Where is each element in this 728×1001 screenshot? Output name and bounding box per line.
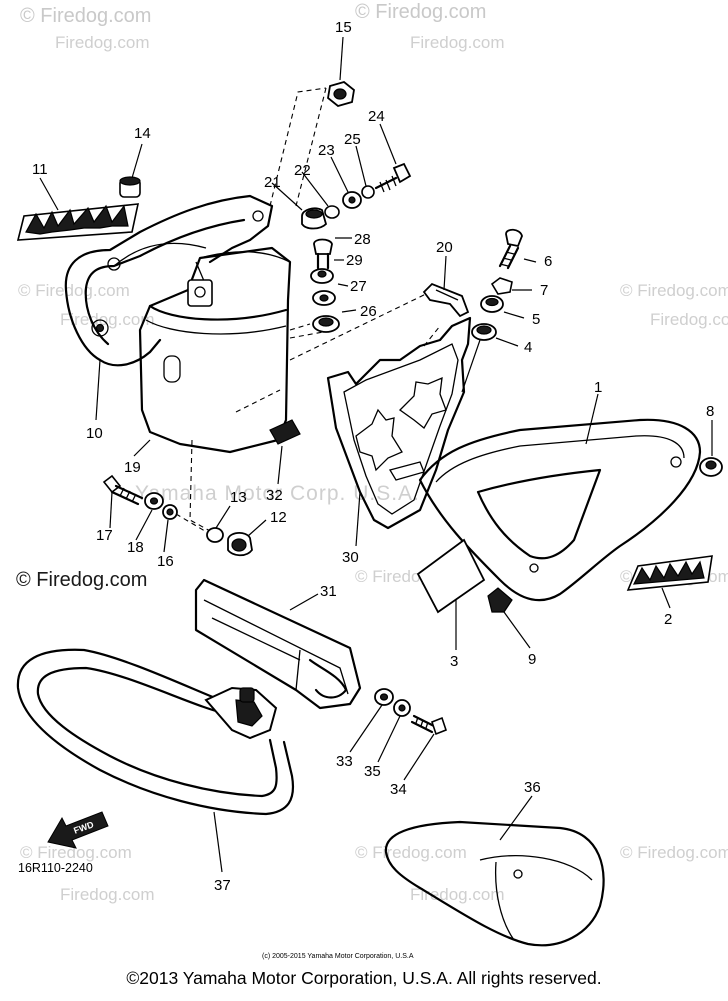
pad-part-32 <box>269 419 301 445</box>
frame-part-10 <box>64 194 274 367</box>
emblem-part-2 <box>626 555 713 591</box>
watermark-left-mid: © Firedog.com <box>18 281 130 300</box>
callout-5: 5 <box>532 311 540 328</box>
watermark-center: Yamaha Motor Corp. U.S.A. <box>135 482 420 505</box>
small-copyright: (c) 2005-2015 Yamaha Motor Corporation, … <box>262 953 414 960</box>
callout-11: 11 <box>32 161 48 178</box>
callout-10: 10 <box>86 425 103 442</box>
callout-27: 27 <box>350 278 367 295</box>
seat-part-36 <box>384 820 605 947</box>
callout-33: 33 <box>336 753 353 770</box>
callout-9: 9 <box>528 651 536 668</box>
watermark-tl-2: Firedog.com <box>55 33 149 52</box>
footer-copyright: ©2013 Yamaha Motor Corporation, U.S.A. A… <box>126 968 602 988</box>
watermark-bottom-right: © Firedog.com <box>620 843 728 862</box>
watermark-right-mid: © Firedog.com <box>620 281 728 300</box>
callout-8: 8 <box>706 403 714 420</box>
callout-20: 20 <box>436 239 453 256</box>
callout-15: 15 <box>335 19 352 36</box>
watermark-bottom-left-2: Firedog.com <box>60 885 154 904</box>
callout-2: 2 <box>664 611 672 628</box>
callout-26: 26 <box>360 303 377 320</box>
callout-numbers: 15 14 11 21 22 23 25 24 28 29 27 26 20 6… <box>32 19 714 894</box>
grommet-part-8 <box>699 457 723 477</box>
emblem-part-11 <box>16 203 140 241</box>
watermark-tc-2: Firedog.com <box>410 33 504 52</box>
toolbox-part-19 <box>138 246 431 454</box>
callout-18: 18 <box>127 539 144 556</box>
callout-17: 17 <box>96 527 113 544</box>
callout-34: 34 <box>390 781 407 798</box>
side-cover-part-1 <box>418 418 702 602</box>
callout-30: 30 <box>342 549 359 566</box>
tray-part-31 <box>194 578 362 710</box>
callout-6: 6 <box>544 253 552 270</box>
left-hardware <box>102 439 253 557</box>
callout-19: 19 <box>124 459 141 476</box>
watermark-bottom-center: © Firedog.com <box>355 843 467 862</box>
bracket-part-30 <box>326 316 472 530</box>
leader-lines <box>39 36 713 873</box>
watermark-top-left: © Firedog.com <box>20 5 151 27</box>
clip-part-20 <box>422 282 470 318</box>
watermark-right-mid-2: Firedog.com <box>650 310 728 329</box>
watermark-bottom-center-2: Firedog.com <box>410 885 504 904</box>
part-code: 16R110-2240 <box>18 861 93 875</box>
callout-22: 22 <box>294 162 311 179</box>
callout-1: 1 <box>594 379 602 396</box>
callout-28: 28 <box>354 231 371 248</box>
callout-32: 32 <box>266 487 283 504</box>
grommet-part-14 <box>119 176 141 198</box>
callout-37: 37 <box>214 877 231 894</box>
callout-35: 35 <box>364 763 381 780</box>
callout-14: 14 <box>134 125 151 142</box>
callout-31: 31 <box>320 583 337 600</box>
callout-24: 24 <box>368 108 385 125</box>
hardware-stack <box>269 81 412 333</box>
watermark-top-center: © Firedog.com <box>355 1 486 23</box>
callout-12: 12 <box>270 509 287 526</box>
fwd-arrow-icon: FWD <box>47 811 109 849</box>
callout-13: 13 <box>230 489 247 506</box>
watermark-left-mid-2: Firedog.com <box>60 310 154 329</box>
watermark-dark: © Firedog.com <box>16 569 147 591</box>
callout-4: 4 <box>524 339 532 356</box>
callout-7: 7 <box>540 282 548 299</box>
callout-29: 29 <box>346 252 363 269</box>
watermark-bottom-left: © Firedog.com <box>20 843 132 862</box>
callout-23: 23 <box>318 142 335 159</box>
band-part-37 <box>16 648 295 816</box>
pad-part-3 <box>416 538 486 614</box>
callout-3: 3 <box>450 653 458 670</box>
grommet-part-9 <box>487 587 513 613</box>
callout-25: 25 <box>344 131 361 148</box>
callout-36: 36 <box>524 779 541 796</box>
right-hardware <box>471 228 523 341</box>
callout-16: 16 <box>157 553 174 570</box>
lower-hardware <box>374 688 447 736</box>
callout-21: 21 <box>264 174 281 191</box>
